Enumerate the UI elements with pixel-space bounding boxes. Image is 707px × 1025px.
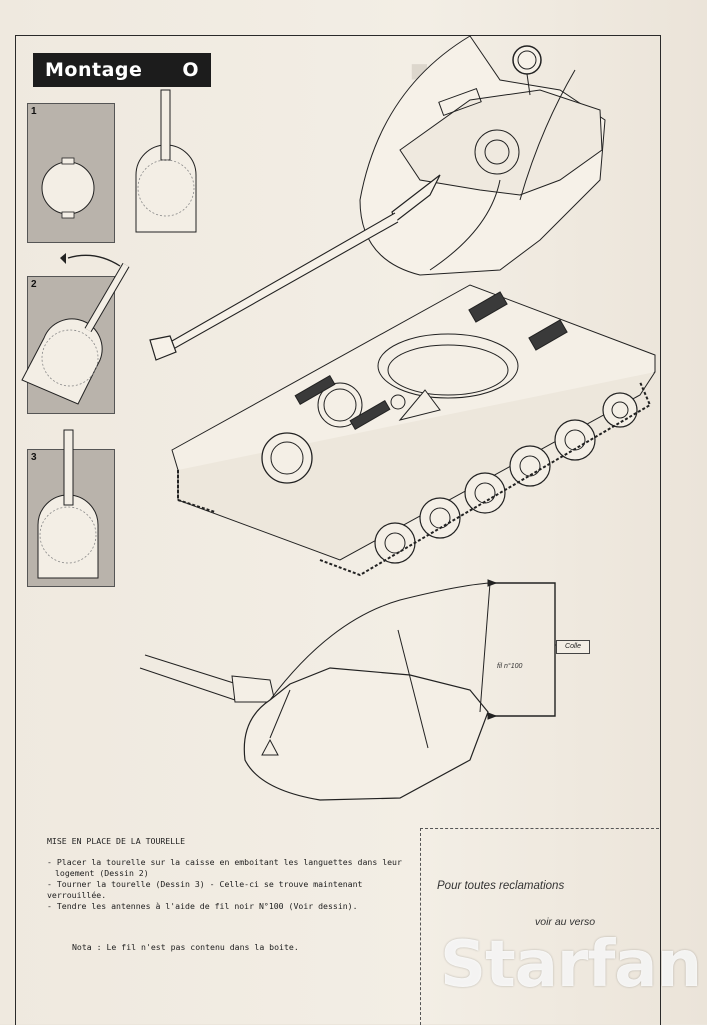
see-overleaf-text: voir au verso xyxy=(535,916,596,928)
step1-turret-hole xyxy=(41,157,95,219)
step-number-1: 1 xyxy=(31,106,37,117)
step2-turret-rotated xyxy=(21,262,130,405)
colle-label: Colle xyxy=(556,640,590,654)
instruction-line: - Placer la tourelle sur la caisse en em… xyxy=(47,857,402,867)
instructions-block: MISE EN PLACE DE LA TOURELLE - Placer la… xyxy=(47,836,407,953)
instructions-note: Nota : Le fil n'est pas contenu dans la … xyxy=(72,942,299,952)
step-panel-1: 1 xyxy=(27,103,115,243)
rotation-arrow xyxy=(67,254,121,267)
assembly-title: Montage O xyxy=(33,53,211,87)
hull-drawing xyxy=(171,284,656,577)
step3-turret-locked xyxy=(37,429,99,579)
instruction-line: - Tendre les antennes à l'aide de fil no… xyxy=(47,901,358,911)
starfan-watermark: Starfan xyxy=(440,928,702,1002)
instructions-heading: MISE EN PLACE DE LA TOURELLE xyxy=(47,836,186,846)
turret-drawing xyxy=(149,35,606,361)
antenna-diagram xyxy=(139,579,556,801)
assembly-title-text: Montage xyxy=(45,59,143,81)
assembly-title-letter: O xyxy=(182,59,199,81)
step-number-3: 3 xyxy=(31,452,37,463)
reclamations-box xyxy=(420,828,659,1025)
step1-turret-part xyxy=(135,89,197,233)
wire-label: fil n°100 xyxy=(497,663,523,670)
step-number-2: 2 xyxy=(31,279,37,290)
page-frame xyxy=(15,35,661,1025)
instruction-line: - Tourner la tourelle (Dessin 3) - Celle… xyxy=(47,879,363,900)
rotation-arrow-head xyxy=(60,253,66,264)
instruction-line: logement (Dessin 2) xyxy=(55,868,149,878)
reclamations-text: Pour toutes reclamations xyxy=(437,880,565,892)
